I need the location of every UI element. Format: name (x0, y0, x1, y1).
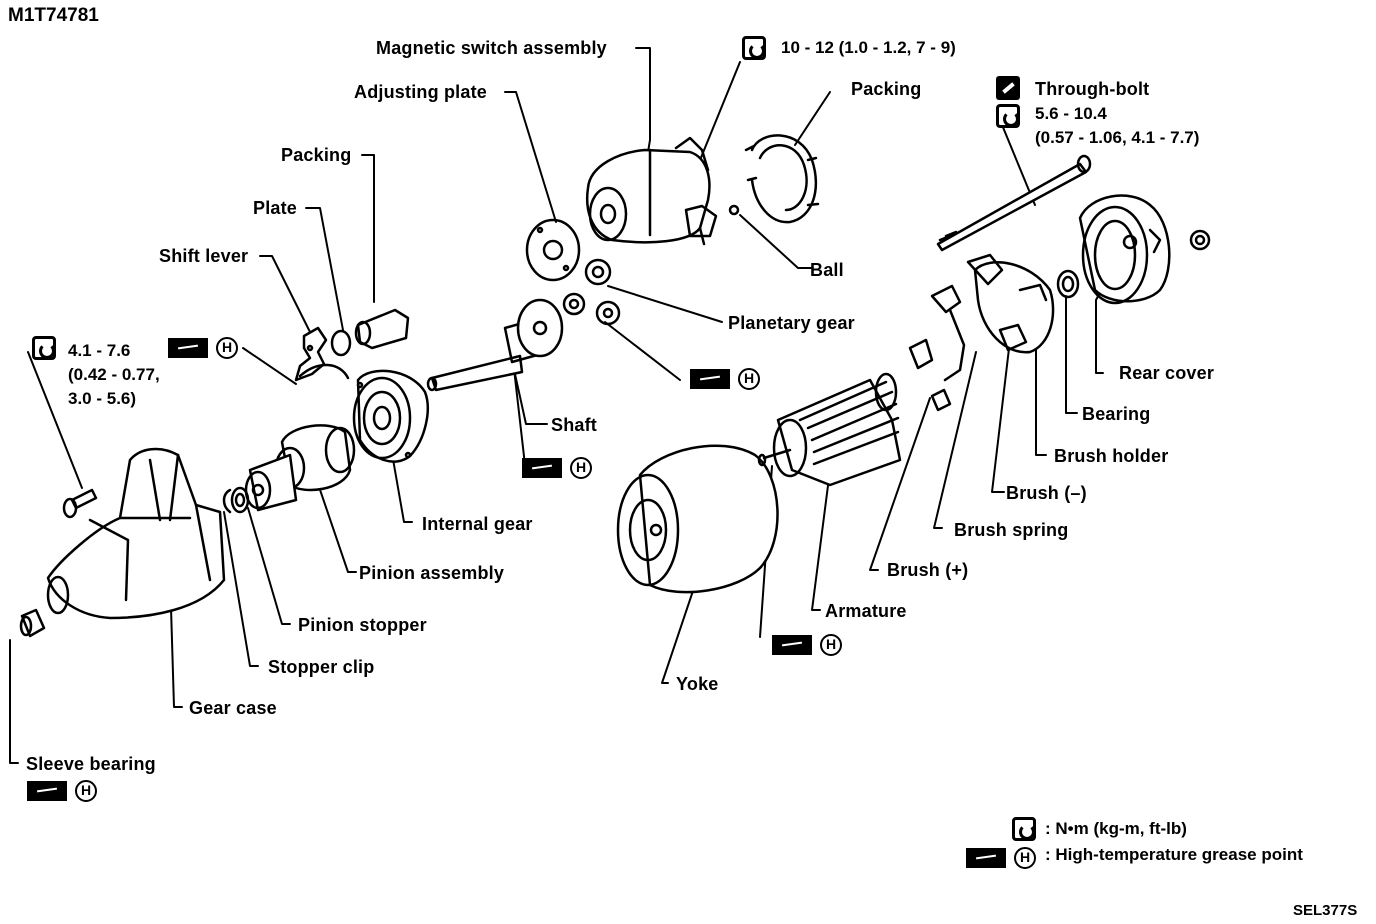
grease-icon (772, 635, 812, 655)
magnetic-switch-shape (586, 136, 718, 246)
through-bolt-icon (996, 76, 1020, 100)
diagram-id: M1T74781 (8, 5, 99, 26)
torque-gear-case-line3: 3.0 - 5.6) (68, 389, 137, 408)
pinion-stopper-shape (230, 486, 250, 514)
legend-grease-h-icon: H (1014, 847, 1036, 869)
gear-case-shape (46, 447, 226, 620)
brush-holder-shape (966, 253, 1055, 354)
label-yoke: Yoke (676, 674, 719, 694)
stopper-clip-shape (222, 488, 232, 514)
grease-h-icon: H (738, 368, 760, 390)
label-armature: Armature (825, 601, 907, 621)
legend-grease-icon (966, 848, 1006, 868)
label-pinion-stopper: Pinion stopper (298, 615, 427, 635)
sleeve-bearing-shape (19, 608, 46, 638)
pinion-assembly-shape (244, 424, 356, 512)
label-planetary-gear: Planetary gear (728, 313, 855, 333)
brush-plus-shape (930, 388, 952, 412)
torque-wrench-icon (32, 336, 56, 360)
through-bolt-shape (936, 154, 1092, 252)
label-adjusting-plate: Adjusting plate (354, 82, 487, 102)
label-packing-right: Packing (851, 79, 922, 99)
grease-icon (690, 369, 730, 389)
label-plate: Plate (253, 198, 298, 218)
planetary-gears-shape (562, 258, 621, 326)
adjusting-plate-shape (525, 218, 581, 282)
torque-gear-case-line2: (0.42 - 0.77, (68, 365, 160, 384)
rear-cover-screw-shape (1189, 229, 1211, 251)
label-through-bolt: Through-bolt (1035, 79, 1150, 99)
label-internal-gear: Internal gear (422, 514, 533, 534)
grease-icon (522, 458, 562, 478)
packing-left-shape (354, 308, 410, 350)
grease-icon (168, 338, 208, 358)
brush-minus-shape (930, 284, 966, 382)
figure-code: SEL377S (1293, 902, 1358, 919)
label-brush-plus: Brush (+) (887, 560, 969, 580)
label-brush-minus: Brush (–) (1006, 483, 1087, 503)
legend-torque-icon (1012, 817, 1036, 841)
shift-lever-shape (294, 326, 350, 382)
torque-magnetic-switch: 10 - 12 (1.0 - 1.2, 7 - 9) (781, 38, 956, 57)
label-shift-lever: Shift lever (159, 246, 249, 266)
torque-wrench-icon (996, 104, 1020, 128)
label-shaft: Shaft (551, 415, 597, 435)
label-bearing: Bearing (1082, 404, 1151, 424)
plate-shape (330, 329, 352, 357)
torque-through-bolt-line2: (0.57 - 1.06, 4.1 - 7.7) (1035, 128, 1200, 147)
grease-h-icon: H (820, 634, 842, 656)
shaft-shape (426, 298, 564, 392)
label-pinion-assembly: Pinion assembly (359, 563, 505, 583)
label-gear-case: Gear case (189, 698, 277, 718)
torque-through-bolt-line1: 5.6 - 10.4 (1035, 104, 1107, 123)
grease-h-icon: H (216, 337, 238, 359)
gear-case-bolt-shape (62, 488, 98, 519)
label-packing-left: Packing (281, 145, 352, 165)
brush-spring-shape (908, 338, 934, 370)
armature-shape (757, 372, 902, 487)
label-brush-spring: Brush spring (954, 520, 1069, 540)
grease-h-icon: H (75, 780, 97, 802)
torque-wrench-icon (742, 36, 766, 60)
label-sleeve-bearing: Sleeve bearing (26, 754, 156, 774)
torque-gear-case-line1: 4.1 - 7.6 (68, 341, 131, 360)
ball-shape (728, 204, 740, 216)
internal-gear-shape (352, 369, 429, 463)
label-magnetic-switch: Magnetic switch assembly (376, 38, 607, 58)
label-ball: Ball (810, 260, 844, 280)
label-rear-cover: Rear cover (1119, 363, 1215, 383)
label-brush-holder: Brush holder (1054, 446, 1169, 466)
legend-grease-text: : High-temperature grease point (1045, 845, 1303, 864)
yoke-shape (616, 444, 779, 594)
grease-h-icon: H (570, 457, 592, 479)
bearing-shape (1056, 269, 1080, 299)
legend-torque-text: : N•m (kg-m, ft-lb) (1045, 819, 1187, 838)
rear-cover-shape (1078, 194, 1171, 305)
label-stopper-clip: Stopper clip (268, 657, 375, 677)
packing-ring-shape (744, 134, 820, 224)
grease-icon (27, 781, 67, 801)
